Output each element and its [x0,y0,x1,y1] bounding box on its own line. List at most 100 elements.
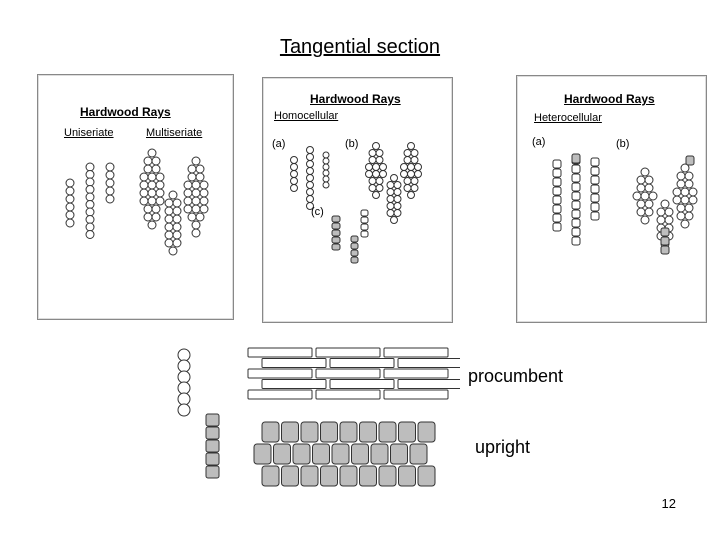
ray-cell [183,204,193,214]
ray-cell [403,184,412,192]
ray-cell [85,230,95,239]
ray-cell [372,170,380,178]
panel-heading: Hardwood Rays [310,92,401,106]
ray-cell [571,153,581,164]
ray-cell [105,186,115,196]
procumbent-cell [247,347,313,358]
ray-cell [571,191,581,201]
ray-cell [139,196,149,206]
procumbent-caption: procumbent [468,366,564,386]
ray-cell [306,188,314,196]
ray-cell [410,184,419,192]
ray-cell [350,249,359,257]
upright-cell [312,443,330,465]
ray-cell [164,206,174,216]
ray-cell [187,164,197,174]
ray-cell [660,245,670,255]
ray-cell [571,227,581,237]
ray-cell [379,163,387,171]
ray-cell [688,187,698,197]
ray-drawing-right [552,153,698,255]
ray-cell [205,413,220,427]
ray-cell [375,156,384,164]
ray-cell [322,181,330,189]
ray-cell [85,222,95,232]
ray-cell [172,222,182,232]
ray-cell [331,243,341,251]
ray-cell [195,164,205,174]
cell-shape-illustration [177,347,460,487]
ray-cell [205,452,220,466]
ray-cell [306,160,314,168]
ray-cell [390,174,398,182]
ray-cell [147,180,157,190]
ray-cell [306,174,314,182]
ray-cell [147,220,157,230]
upright-cell [378,421,397,443]
label-b: (b) [345,138,359,150]
ray-cell [205,465,220,479]
ray-cell [172,214,182,224]
ray-cell [680,163,690,173]
ray-cell [164,222,174,232]
panel-uniseriate-multiseriate: Hardwood Rays Uniseriate Multiseriate [37,74,234,320]
ray-cell [164,230,174,240]
ray-cell [393,209,402,217]
ray-cell [199,196,209,206]
ray-cell [164,214,174,224]
ray-cell [143,212,153,222]
ray-cell [85,192,95,202]
ray-cell [360,209,369,217]
ray-cell [368,184,377,192]
ray-cell [151,204,161,214]
upright-cell [273,443,291,465]
ray-cell [155,196,165,206]
ray-cell [684,179,694,189]
upright-cell [339,421,358,443]
ray-cell [177,348,191,362]
ray-cell [407,170,415,178]
ray-cell [400,163,408,171]
ray-cell [393,202,402,210]
ray-cell [143,204,153,214]
ray-cell [571,164,581,174]
ray-cell [177,392,191,406]
upright-cell [281,421,299,443]
ray-cell [105,194,115,204]
label-c: (c) [311,206,324,218]
ray-cell [644,183,654,193]
ray-cell [664,207,674,217]
ray-cell [552,213,562,223]
ray-cell [676,203,686,213]
ray-cell [684,203,694,213]
ray-cell [680,219,690,229]
ray-cell [191,204,201,214]
ray-cell [322,175,330,183]
procumbent-cell [329,379,395,389]
label-a: (a) [532,136,546,148]
ray-cell [105,162,115,172]
slide-title: Tangential section [279,36,441,58]
ray-cell [331,215,341,223]
ray-cell [571,200,581,210]
panel-heading: Hardwood Rays [80,105,171,119]
ray-cell [105,170,115,180]
procumbent-cell [247,389,313,400]
upright-cell [300,421,319,443]
ray-cell [306,202,314,210]
ray-cell [191,228,201,238]
ray-cell [379,170,387,178]
ray-cell [644,207,654,217]
ray-cell [183,188,193,198]
ray-cell [322,151,330,159]
ray-cell [350,235,359,243]
ray-cell [360,223,369,231]
ray-cell [177,403,191,417]
ray-cell [147,172,157,182]
upright-cell [331,443,350,465]
procumbent-cell [315,368,381,379]
ray-cell [400,170,408,178]
ray-cell [680,187,690,197]
ray-cell [290,163,298,171]
ray-cell [65,210,75,220]
